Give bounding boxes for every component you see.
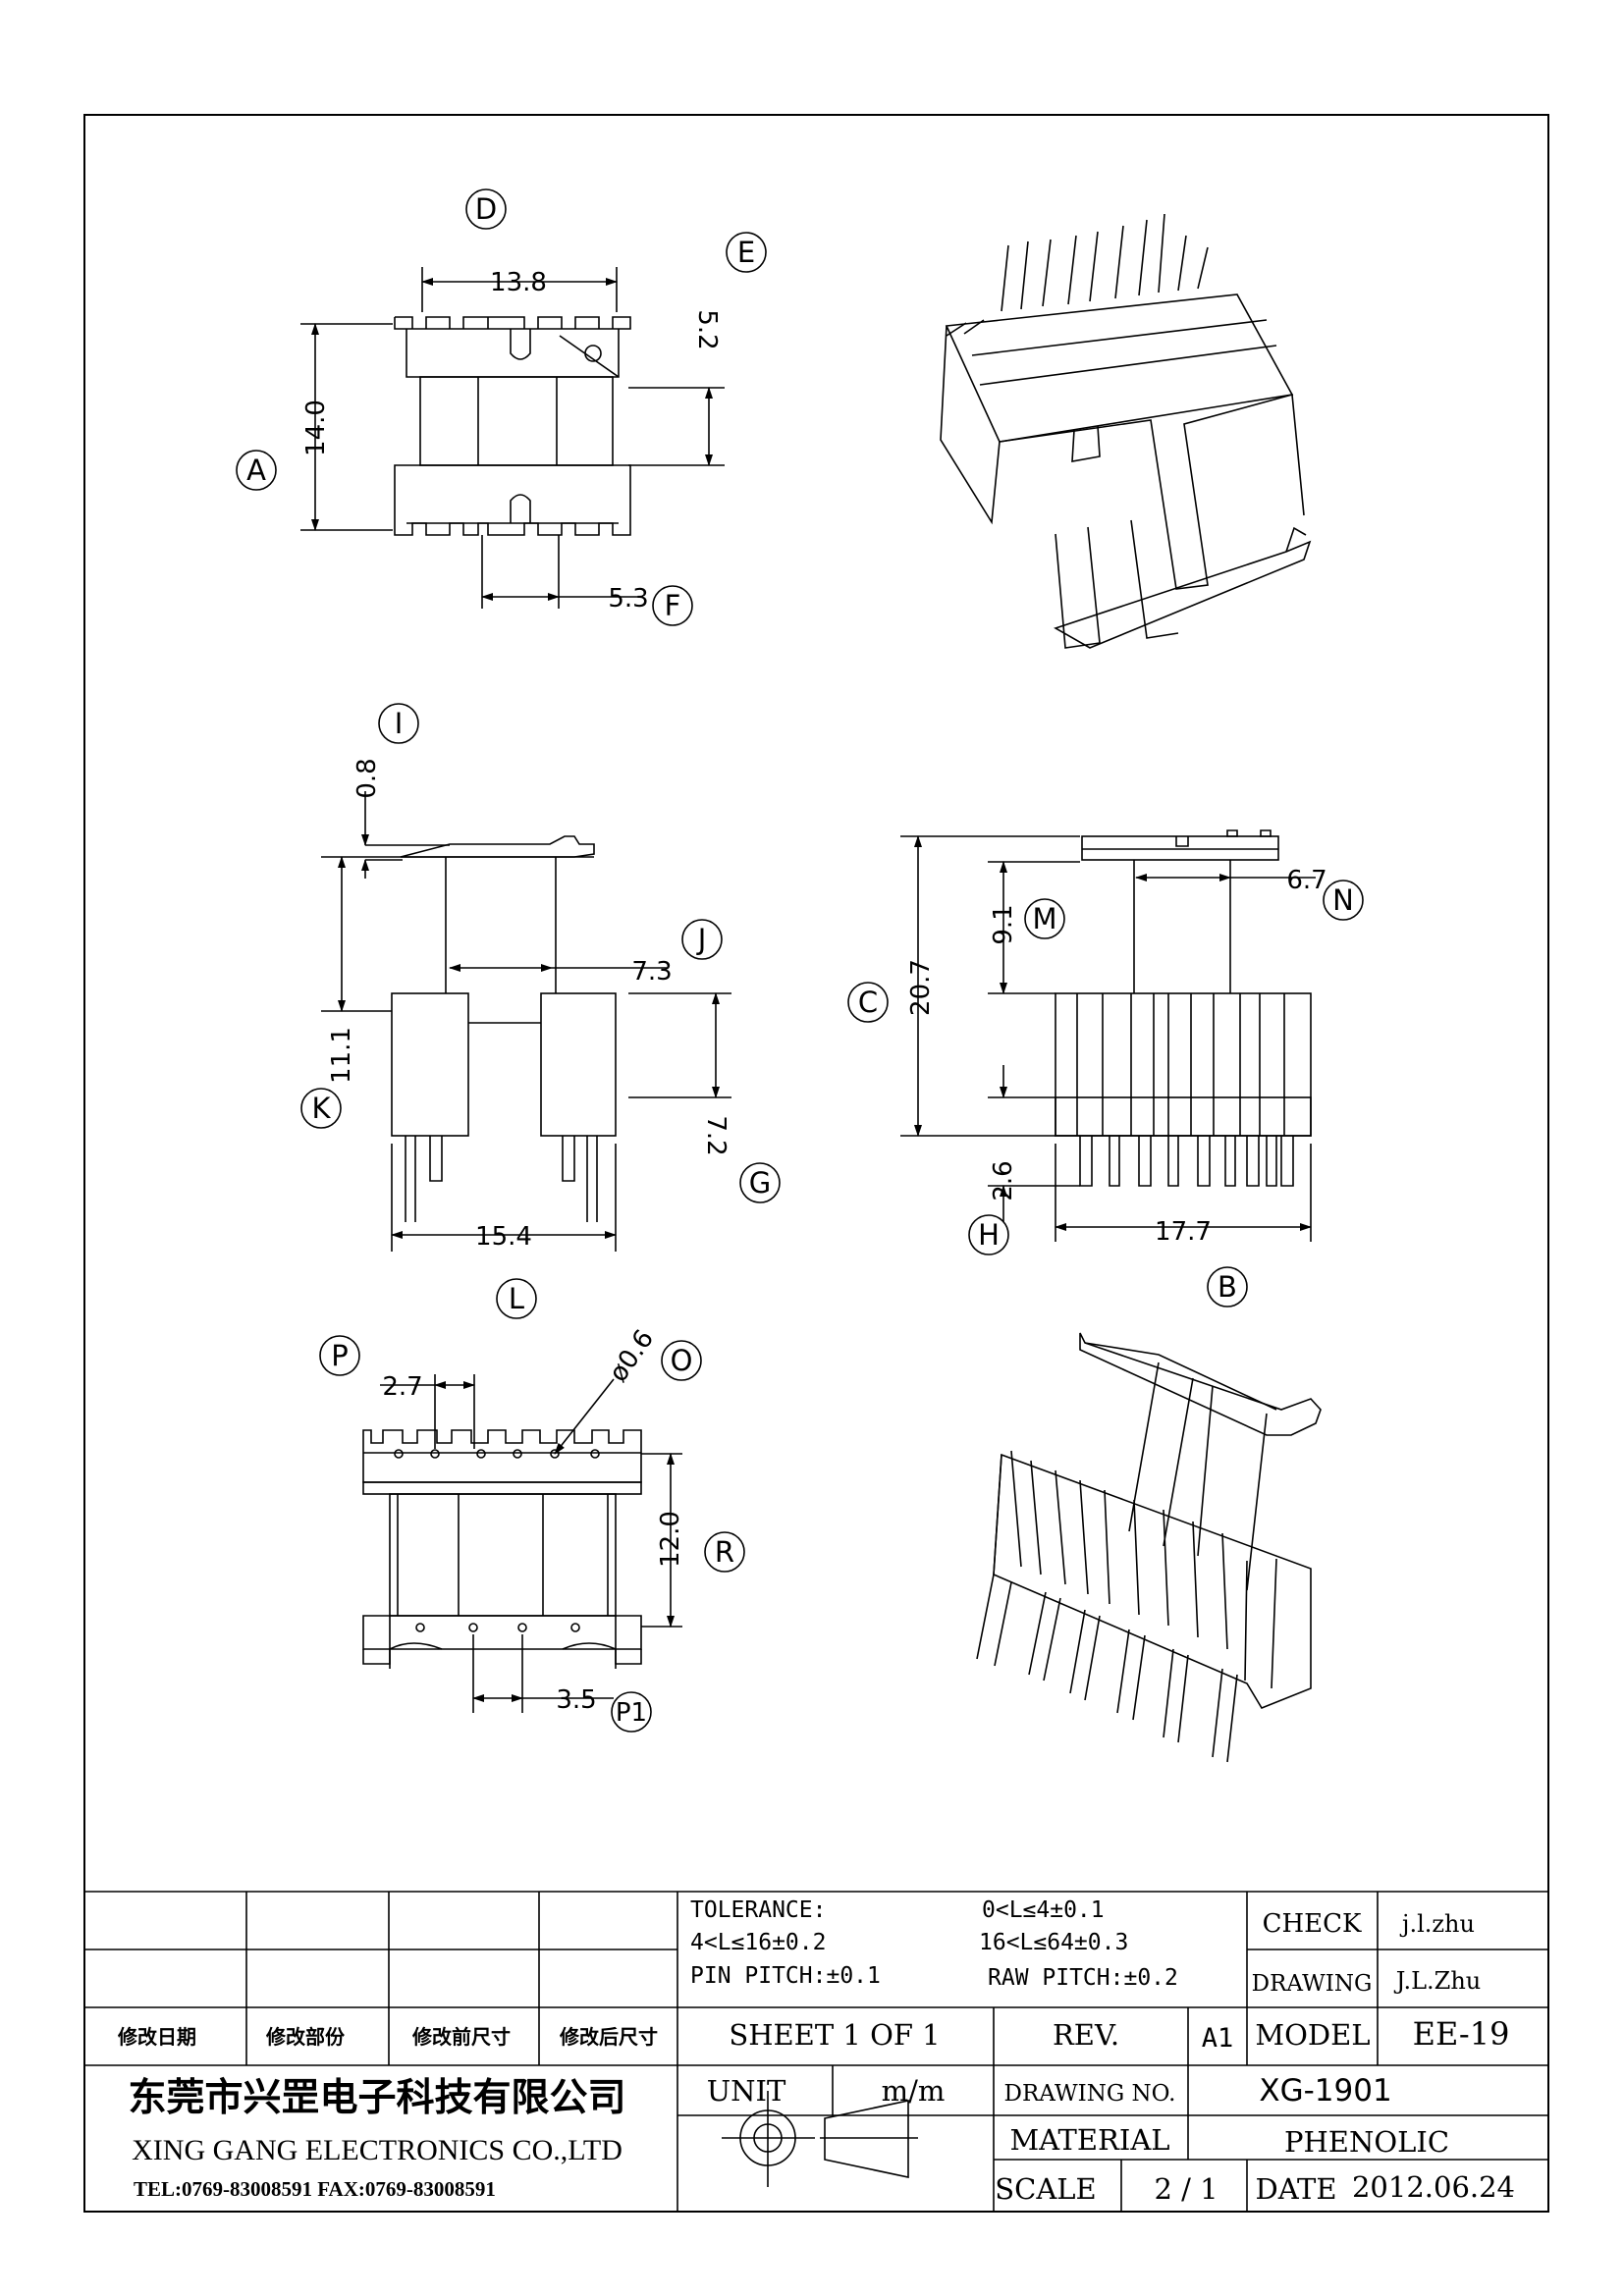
front-view-circles — [300, 703, 781, 1319]
top-view-circles — [236, 188, 767, 626]
sheet-border — [83, 114, 1549, 2213]
circle-n: N — [1332, 883, 1354, 917]
material-value: PHENOLIC — [1284, 2125, 1449, 2159]
dim-bottom-pitch: 2.7 — [382, 1372, 422, 1402]
dim-top-width: 13.8 — [490, 268, 547, 297]
rev-value: A1 — [1202, 2023, 1234, 2054]
dim-top-gap: 5.3 — [608, 584, 648, 614]
rev-label: REV. — [1053, 2018, 1119, 2052]
dim-front-width: 15.4 — [475, 1222, 532, 1252]
tolerance-3: 16<L≤64±0.3 — [979, 1930, 1128, 1955]
company-contact: TEL:0769-83008591 FAX:0769-83008591 — [134, 2177, 496, 2201]
dim-side-width: 17.7 — [1155, 1217, 1212, 1247]
model-label: MODEL — [1255, 2018, 1370, 2052]
dim-side-upper: 9.1 — [989, 904, 1018, 944]
material-label: MATERIAL — [1009, 2123, 1169, 2157]
bottom-view — [362, 1374, 682, 1713]
circle-h: H — [978, 1218, 1000, 1252]
circle-l: L — [509, 1282, 524, 1315]
circle-a: A — [246, 454, 266, 487]
model-value: EE-19 — [1413, 2015, 1510, 2053]
dim-front-pin: 7.2 — [701, 1115, 731, 1155]
dim-top-height: 14.0 — [301, 400, 331, 456]
unit-label: UNIT — [707, 2074, 786, 2108]
scale-value: 2 / 1 — [1154, 2172, 1218, 2206]
circle-p: P — [331, 1339, 349, 1372]
dim-bottom-height: 12.0 — [656, 1511, 685, 1568]
sheet-number: SHEET 1 OF 1 — [729, 2018, 940, 2052]
circle-i: I — [395, 707, 404, 740]
dim-bottom-gap: 3.5 — [556, 1685, 596, 1715]
title-block-grid — [84, 1891, 1548, 2212]
pin-pitch: PIN PITCH:±0.1 — [690, 1963, 881, 1989]
circle-c: C — [858, 986, 878, 1019]
drawing-label: DRAWING — [1252, 1971, 1373, 1997]
front-view — [321, 791, 731, 1252]
raw-pitch: RAW PITCH:±0.2 — [988, 1965, 1178, 1991]
tolerance-2: 4<L≤16±0.2 — [690, 1930, 826, 1955]
drawing-no-value: XG-1901 — [1259, 2073, 1391, 2109]
bottom-view-circles — [319, 1335, 745, 1733]
dim-top-side: 5.2 — [692, 309, 722, 349]
rev-col-after: 修改后尺寸 — [559, 2025, 658, 2049]
drawing-value: J.L.Zhu — [1393, 1967, 1482, 1995]
drawing-no-label: DRAWING NO. — [1004, 2081, 1176, 2107]
dim-front-inner: 7.3 — [631, 957, 672, 987]
dim-side-height: 20.7 — [906, 959, 936, 1016]
circle-g: G — [749, 1166, 771, 1200]
check-value: j.l.zhu — [1399, 1910, 1475, 1938]
tolerance-label: TOLERANCE: — [690, 1897, 826, 1923]
dim-bottom-hole: ø0.6 — [604, 1324, 660, 1387]
dim-side-inner: 6.7 — [1286, 866, 1326, 895]
dim-front-flange: 0.8 — [352, 758, 382, 798]
date-value: 2012.06.24 — [1352, 2170, 1515, 2204]
circle-o: O — [671, 1344, 693, 1377]
side-view-circles — [847, 880, 1364, 1308]
isometric-view-top — [940, 213, 1312, 649]
side-view — [900, 829, 1316, 1242]
rev-col-date: 修改日期 — [117, 2025, 196, 2049]
circle-b: B — [1218, 1270, 1237, 1304]
circle-e: E — [737, 236, 755, 269]
circle-p1: P1 — [616, 1698, 647, 1728]
dim-front-total: 11.1 — [327, 1027, 356, 1084]
company-name-cn: 东莞市兴罡电子科技有限公司 — [128, 2075, 625, 2120]
company-name-en: XING GANG ELECTRONICS CO.,LTD — [132, 2134, 623, 2166]
unit-value: m/m — [882, 2074, 946, 2108]
circle-m: M — [1032, 902, 1056, 935]
scale-label: SCALE — [995, 2172, 1096, 2206]
date-label: DATE — [1255, 2172, 1336, 2206]
tolerance-1: 0<L≤4±0.1 — [982, 1897, 1105, 1923]
circle-r: R — [715, 1535, 734, 1569]
dim-side-pin: 2.6 — [989, 1160, 1018, 1201]
circle-d: D — [475, 192, 497, 226]
circle-j: J — [696, 923, 707, 956]
check-label: CHECK — [1263, 1909, 1362, 1939]
top-view — [300, 267, 725, 609]
rev-col-part: 修改部份 — [265, 2025, 346, 2049]
circle-f: F — [665, 589, 681, 622]
projection-symbol — [722, 2091, 918, 2187]
circle-k: K — [311, 1092, 331, 1125]
isometric-view-bottom — [976, 1332, 1322, 1763]
rev-col-before: 修改前尺寸 — [411, 2025, 511, 2049]
